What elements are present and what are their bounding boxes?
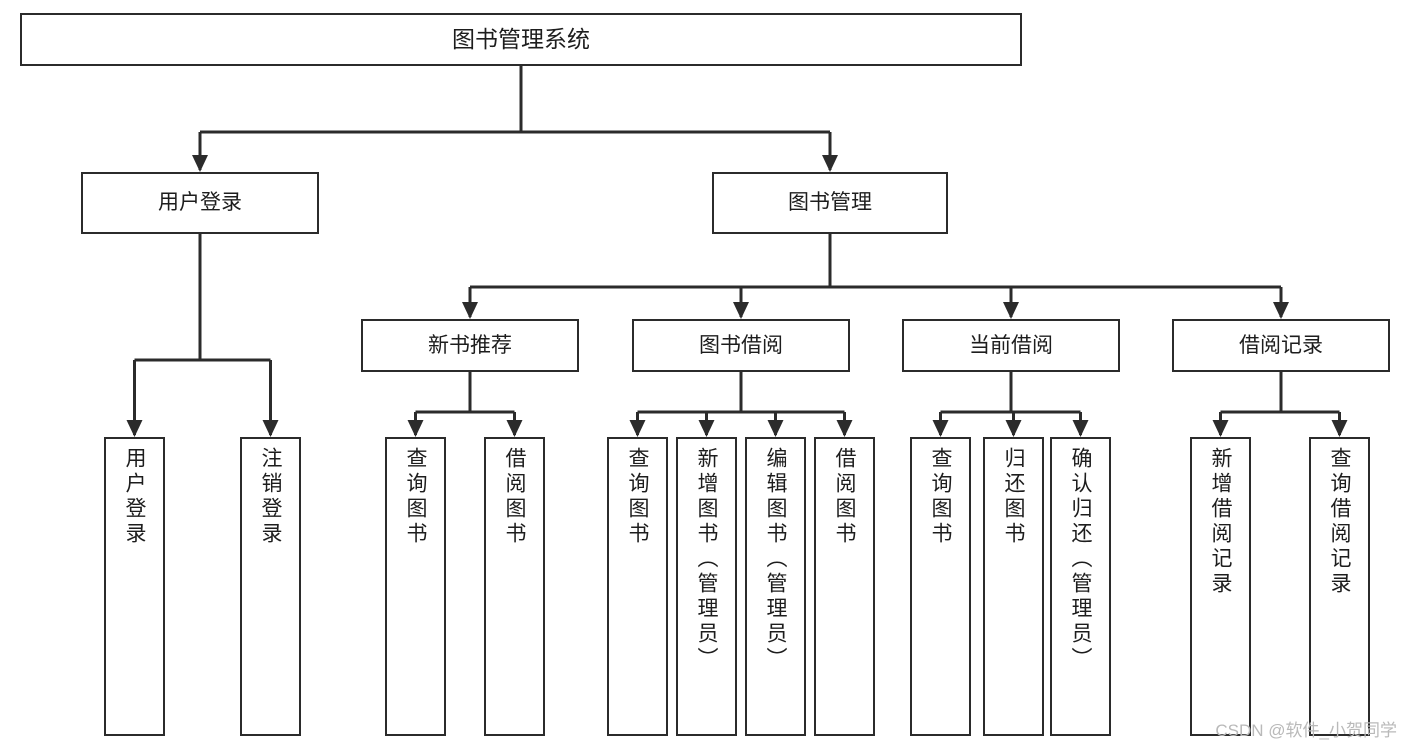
node-label: 确认归还（管理员） bbox=[1069, 447, 1092, 672]
node-label: 注销登录 bbox=[259, 447, 282, 547]
node-label: 用户登录 bbox=[123, 447, 146, 547]
node-user-login[interactable]: 用户登录 bbox=[81, 172, 319, 234]
node-label: 归还图书 bbox=[1002, 447, 1025, 547]
node-label: 图书管理系统 bbox=[452, 25, 590, 52]
node-new-book-rec[interactable]: 新书推荐 bbox=[361, 319, 579, 372]
node-leaf-logout[interactable]: 注销登录 bbox=[240, 437, 301, 736]
node-leaf-query-book-2[interactable]: 查询图书 bbox=[607, 437, 668, 736]
node-label: 新书推荐 bbox=[428, 333, 512, 357]
node-label: 查询图书 bbox=[626, 447, 649, 547]
node-leaf-add-record[interactable]: 新增借阅记录 bbox=[1190, 437, 1251, 736]
node-leaf-add-book[interactable]: 新增图书（管理员） bbox=[676, 437, 737, 736]
node-leaf-query-book-3[interactable]: 查询图书 bbox=[910, 437, 971, 736]
node-label: 查询图书 bbox=[929, 447, 952, 547]
node-label: 借阅图书 bbox=[833, 447, 856, 547]
node-label: 当前借阅 bbox=[969, 333, 1053, 357]
node-label: 查询借阅记录 bbox=[1328, 447, 1351, 597]
node-borrow-record[interactable]: 借阅记录 bbox=[1172, 319, 1390, 372]
node-label: 编辑图书（管理员） bbox=[764, 447, 787, 672]
node-leaf-return-book[interactable]: 归还图书 bbox=[983, 437, 1044, 736]
node-leaf-query-book-1[interactable]: 查询图书 bbox=[385, 437, 446, 736]
node-label: 借阅记录 bbox=[1239, 333, 1323, 357]
node-root[interactable]: 图书管理系统 bbox=[20, 13, 1022, 66]
node-book-borrow[interactable]: 图书借阅 bbox=[632, 319, 850, 372]
node-leaf-borrow-book-1[interactable]: 借阅图书 bbox=[484, 437, 545, 736]
node-leaf-query-record[interactable]: 查询借阅记录 bbox=[1309, 437, 1370, 736]
node-leaf-user-login[interactable]: 用户登录 bbox=[104, 437, 165, 736]
node-label: 用户登录 bbox=[158, 191, 242, 215]
node-leaf-confirm-return[interactable]: 确认归还（管理员） bbox=[1050, 437, 1111, 736]
node-book-manage[interactable]: 图书管理 bbox=[712, 172, 948, 234]
node-label: 新增图书（管理员） bbox=[695, 447, 718, 672]
node-label: 图书管理 bbox=[788, 191, 872, 215]
node-label: 图书借阅 bbox=[699, 333, 783, 357]
node-label: 借阅图书 bbox=[503, 447, 526, 547]
node-label: 新增借阅记录 bbox=[1209, 447, 1232, 597]
node-leaf-borrow-book-2[interactable]: 借阅图书 bbox=[814, 437, 875, 736]
node-leaf-edit-book[interactable]: 编辑图书（管理员） bbox=[745, 437, 806, 736]
watermark-label: CSDN @软件_小贺同学 bbox=[1215, 721, 1397, 740]
node-current-borrow[interactable]: 当前借阅 bbox=[902, 319, 1120, 372]
node-label: 查询图书 bbox=[404, 447, 427, 547]
